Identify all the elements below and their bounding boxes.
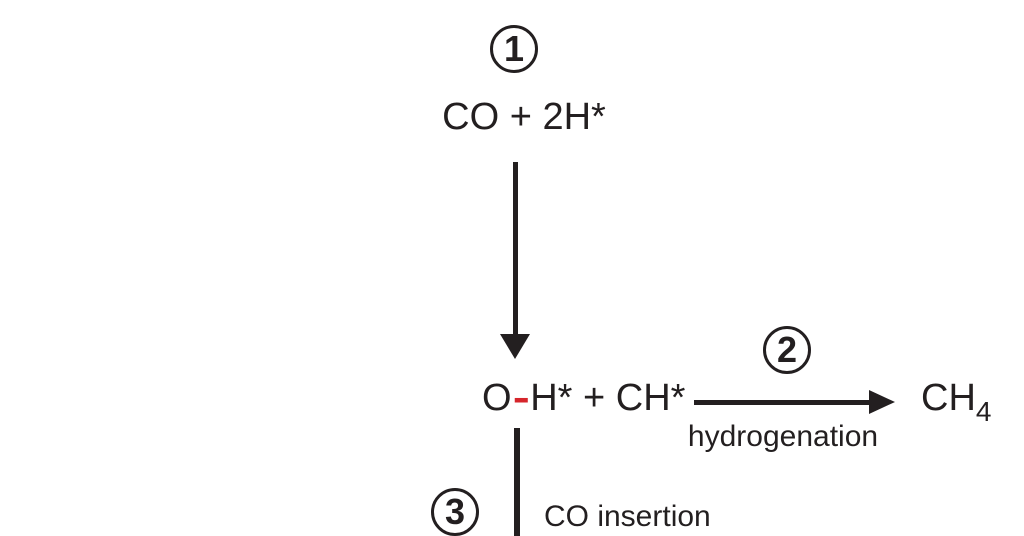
down-arrow-head-icon <box>500 334 530 359</box>
co-insertion-label: CO insertion <box>544 500 711 533</box>
intermediate-rest: H* + CH* <box>530 377 686 419</box>
co-insertion-line <box>514 428 520 536</box>
right-arrow-shaft <box>694 400 871 405</box>
intermediate-formula: O - H* + CH* <box>482 379 685 417</box>
product-subscript: 4 <box>975 396 992 427</box>
step-1-badge: 1 <box>490 25 538 73</box>
down-arrow-shaft <box>513 162 518 337</box>
step-3-badge: 3 <box>431 488 479 536</box>
product-formula: CH4 <box>921 377 991 426</box>
product-base: CH <box>921 377 976 419</box>
reactants-formula: CO + 2H* <box>442 96 606 138</box>
right-arrow-head-icon <box>869 390 895 414</box>
red-bond-dash: - <box>512 377 530 419</box>
intermediate-oxygen: O <box>482 377 512 419</box>
hydrogenation-label: hydrogenation <box>687 420 879 453</box>
step-2-badge: 2 <box>763 326 811 374</box>
